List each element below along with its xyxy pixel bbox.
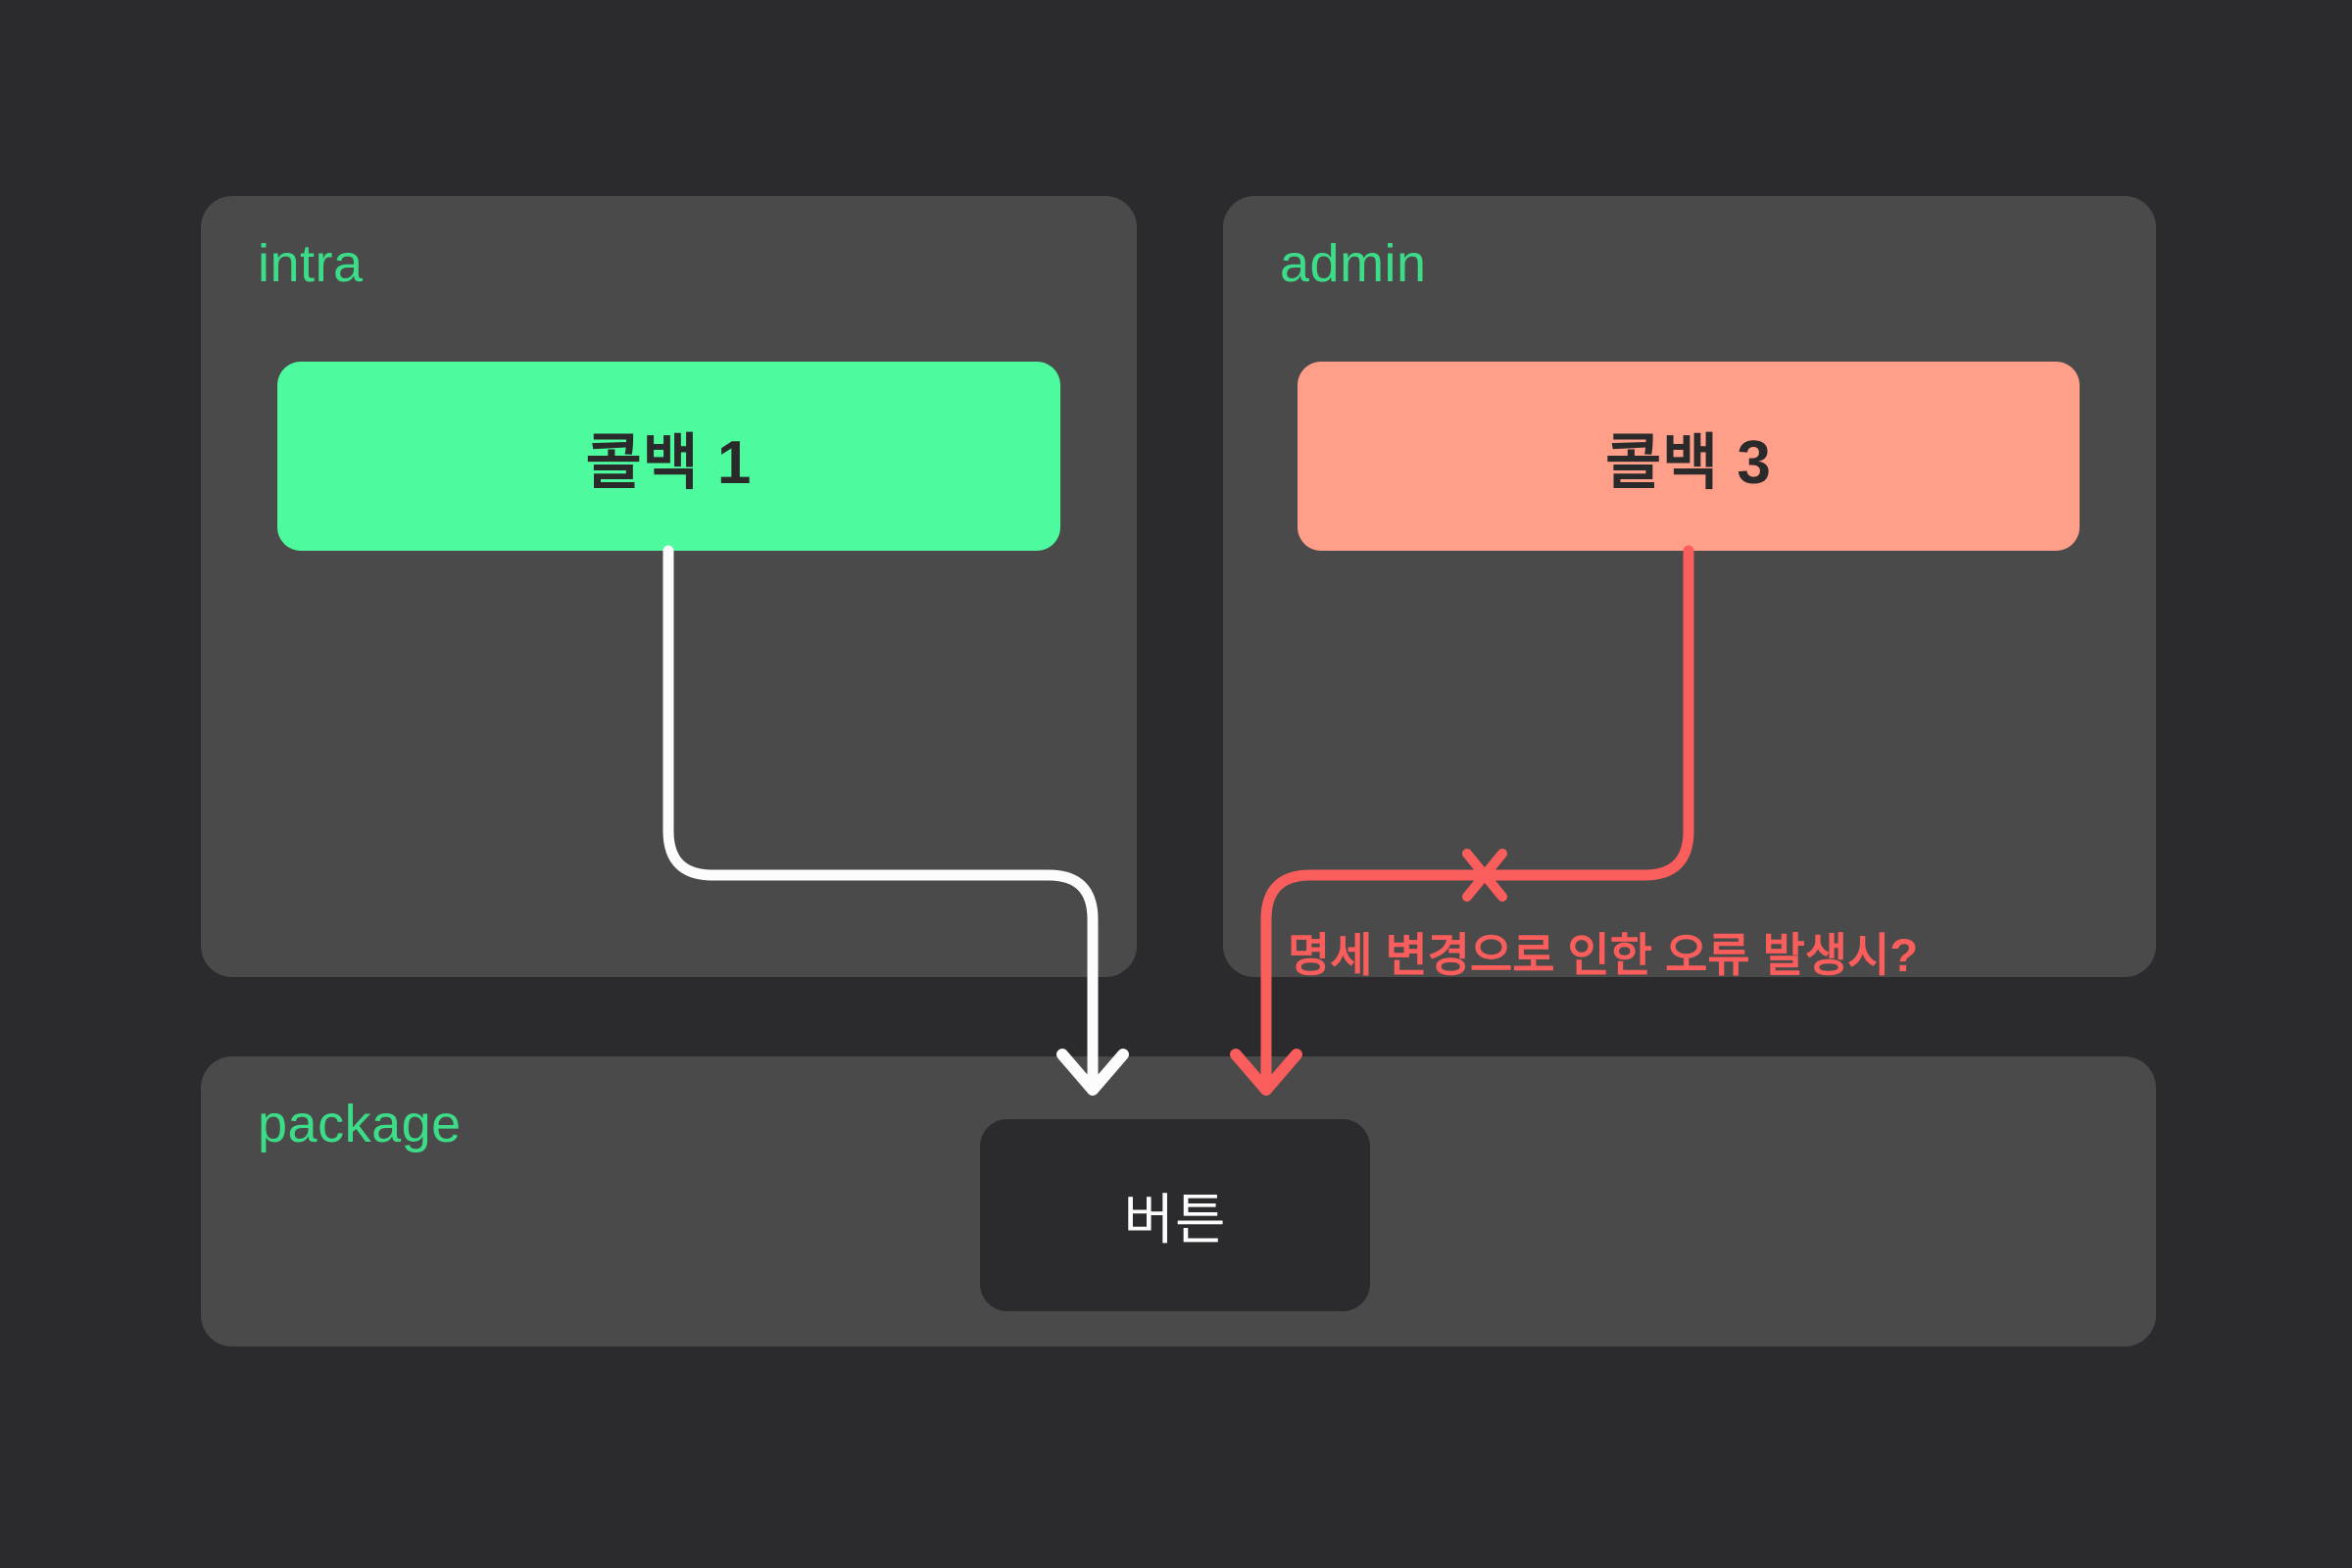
group-package-label: package xyxy=(258,1095,462,1153)
group-panel-intra: intra 콜백 1 xyxy=(201,196,1137,977)
node-callback1-label: 콜백 1 xyxy=(585,428,753,497)
group-intra-label: intra xyxy=(258,234,364,293)
group-panel-package: package 버튼 xyxy=(201,1056,2156,1347)
node-button-label: 버튼 xyxy=(1123,1188,1227,1250)
node-callback3: 콜백 3 xyxy=(1298,362,2080,551)
node-callback1: 콜백 1 xyxy=(277,362,1060,551)
node-button: 버튼 xyxy=(980,1119,1370,1311)
edge-error-annotation: 명세 변경으로 인한 오류 발생시? xyxy=(1288,929,1919,981)
group-panel-admin: admin 콜백 3 xyxy=(1223,196,2156,977)
node-callback3-label: 콜백 3 xyxy=(1605,428,1772,497)
group-admin-label: admin xyxy=(1280,234,1427,293)
